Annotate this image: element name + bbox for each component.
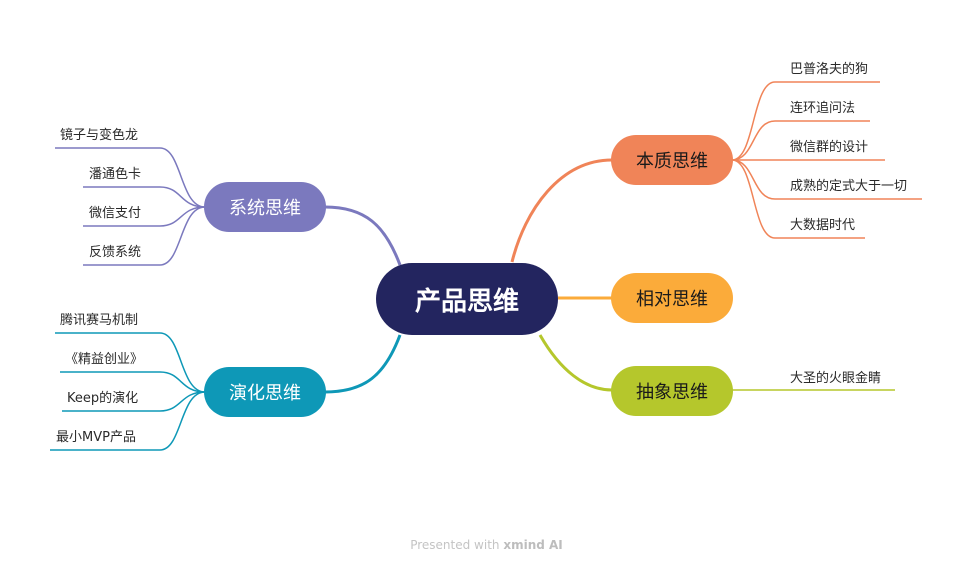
- leaf-xitong-2[interactable]: 潘通色卡: [89, 167, 142, 182]
- leaf-benzhi-3[interactable]: 微信群的设计: [790, 140, 869, 155]
- branch-chouxiang[interactable]: 抽象思维: [611, 366, 733, 416]
- leaf-xitong-4[interactable]: 反馈系统: [89, 245, 142, 260]
- branch-xiangdui[interactable]: 相对思维: [611, 273, 733, 323]
- leaf-benzhi-1[interactable]: 巴普洛夫的狗: [790, 62, 869, 77]
- leaf-xitong-1[interactable]: 镜子与变色龙: [60, 128, 139, 143]
- root-topic[interactable]: 产品思维: [376, 263, 558, 335]
- leaf-yanhua-3[interactable]: Keep的演化: [67, 391, 139, 406]
- leaf-yanhua-4[interactable]: 最小MVP产品: [56, 430, 136, 445]
- branch-benzhi[interactable]: 本质思维: [611, 135, 733, 185]
- footer-brand[interactable]: xmind AI: [503, 538, 563, 552]
- leaf-chouxiang-1[interactable]: 大圣的火眼金睛: [790, 371, 882, 386]
- leaf-yanhua-1[interactable]: 腾讯赛马机制: [60, 313, 139, 328]
- leaf-xitong-3[interactable]: 微信支付: [89, 206, 142, 221]
- connector-yanhua: [324, 334, 402, 394]
- leaf-benzhi-2[interactable]: 连环追问法: [790, 101, 856, 116]
- connector-chouxiang: [538, 334, 613, 392]
- footer-prefix: Presented with: [410, 538, 500, 552]
- leaf-benzhi-4[interactable]: 成熟的定式大于一切: [790, 179, 908, 194]
- connector-benzhi: [510, 158, 613, 263]
- presented-with-footer: Presented with xmind AI: [0, 538, 973, 552]
- leaf-benzhi-5[interactable]: 大数据时代: [790, 218, 856, 233]
- branch-yanhua[interactable]: 演化思维: [204, 367, 326, 417]
- branch-xitong[interactable]: 系统思维: [204, 182, 326, 232]
- connector-xitong: [324, 205, 402, 266]
- leaf-yanhua-2[interactable]: 《精益创业》: [65, 352, 144, 367]
